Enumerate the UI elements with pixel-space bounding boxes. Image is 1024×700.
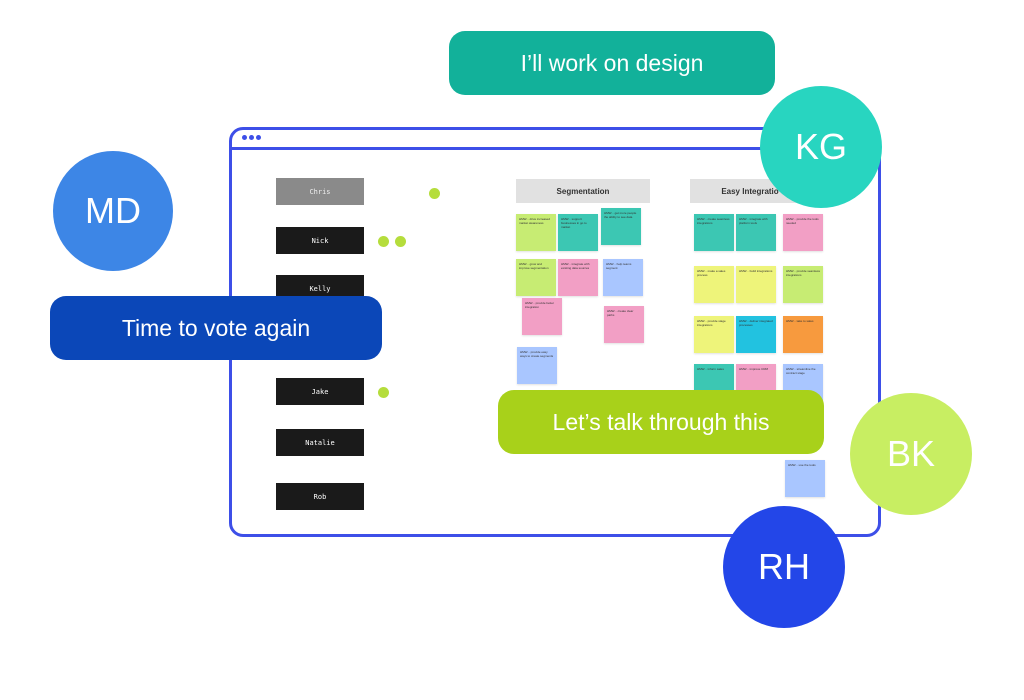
- participant-tag-chris[interactable]: Chris: [276, 178, 364, 205]
- avatar-kg[interactable]: KG: [760, 86, 882, 208]
- window-dot-icon: [249, 135, 254, 140]
- sticky-note[interactable]: HMW... provide the tools needed: [783, 214, 823, 251]
- avatar-rh[interactable]: RH: [723, 506, 845, 628]
- sticky-note[interactable]: HMW... deliver integrated processes: [736, 316, 776, 353]
- sticky-note[interactable]: HMW... integrate with platform tools: [736, 214, 776, 251]
- sticky-note[interactable]: HMW... build integrations: [736, 266, 776, 303]
- avatar-bk[interactable]: BK: [850, 393, 972, 515]
- vote-dot: [378, 236, 389, 247]
- window-titlebar: [232, 130, 878, 150]
- sticky-note[interactable]: HMW... get more people the ability to se…: [601, 208, 641, 245]
- sticky-note[interactable]: HMW... make a sales process: [694, 266, 734, 303]
- window-dot-icon: [256, 135, 261, 140]
- participant-tag-nick[interactable]: Nick: [276, 227, 364, 254]
- sticky-note[interactable]: HMW... take to sales: [783, 316, 823, 353]
- sticky-note[interactable]: HMW... help teams segment: [603, 259, 643, 296]
- chat-bubble-talk: Let’s talk through this: [498, 390, 824, 454]
- chat-bubble-design: I’ll work on design: [449, 31, 775, 95]
- column-header-segmentation: Segmentation: [516, 179, 650, 203]
- sticky-note[interactable]: HMW... drive increased market awareness: [516, 214, 556, 251]
- participant-tag-rob[interactable]: Rob: [276, 483, 364, 510]
- sticky-note[interactable]: HMW... integrate with existing data sour…: [558, 259, 598, 296]
- chat-bubble-vote: Time to vote again: [50, 296, 382, 360]
- sticky-note[interactable]: HMW... provide easy ways to create segme…: [517, 347, 557, 384]
- sticky-note[interactable]: HMW... create clear paths: [604, 306, 644, 343]
- window-dot-icon: [242, 135, 247, 140]
- participant-tag-jake[interactable]: Jake: [276, 378, 364, 405]
- participant-tag-natalie[interactable]: Natalie: [276, 429, 364, 456]
- sticky-note[interactable]: HMW... provide better integration: [522, 298, 562, 335]
- sticky-note[interactable]: HMW... support businesses in go to marke…: [558, 214, 598, 251]
- sticky-note[interactable]: HMW... create seamless integrations: [694, 214, 734, 251]
- avatar-md[interactable]: MD: [53, 151, 173, 271]
- sticky-note[interactable]: HMW... use the tools: [785, 460, 825, 497]
- sticky-note[interactable]: HMW... provide seamless integrations: [783, 266, 823, 303]
- vote-dot: [395, 236, 406, 247]
- sticky-note[interactable]: HMW... grow and improve segmentation: [516, 259, 556, 296]
- vote-dot: [378, 387, 389, 398]
- sticky-note[interactable]: HMW... provide stage integrations: [694, 316, 734, 353]
- vote-dot: [429, 188, 440, 199]
